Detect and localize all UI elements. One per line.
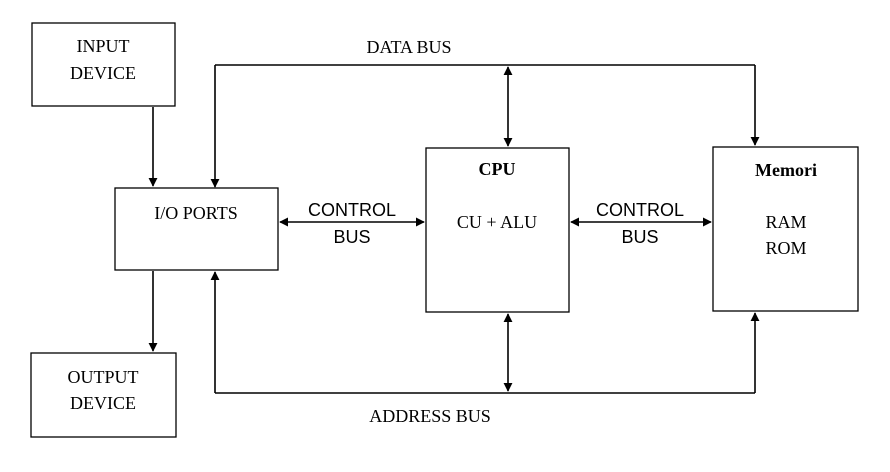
output-device-box: OUTPUT DEVICE [30, 352, 177, 438]
control-bus-right-label-line1: CONTROL [596, 200, 684, 220]
control-bus-left-label-line1: CONTROL [308, 200, 396, 220]
input-device-label-line2: DEVICE [70, 63, 136, 83]
memory-title: Memori [755, 160, 817, 180]
io-ports-label: I/O PORTS [154, 203, 237, 223]
control-bus-right-label-line2: BUS [621, 227, 658, 247]
cpu-box: CPU CU + ALU [425, 147, 570, 313]
input-device-box: INPUT DEVICE [31, 22, 176, 107]
memory-box: Memori RAM ROM [712, 146, 859, 312]
output-device-label-line1: OUTPUT [68, 367, 139, 387]
memory-ram-label: RAM [765, 212, 806, 232]
address-bus: ADDRESS BUS [215, 392, 755, 426]
control-bus-right: CONTROL BUS [570, 200, 712, 247]
output-device-label-line2: DEVICE [70, 393, 136, 413]
memory-rom-label: ROM [765, 238, 806, 258]
data-bus-label: DATA BUS [366, 37, 451, 57]
input-device-label-line1: INPUT [77, 36, 130, 56]
control-bus-left: CONTROL BUS [279, 200, 425, 247]
control-bus-left-label-line2: BUS [333, 227, 370, 247]
address-bus-label: ADDRESS BUS [369, 406, 491, 426]
cpu-title: CPU [479, 159, 516, 179]
io-ports-box: I/O PORTS [114, 187, 279, 271]
cpu-body-label: CU + ALU [457, 212, 537, 232]
data-bus: DATA BUS [215, 37, 755, 66]
